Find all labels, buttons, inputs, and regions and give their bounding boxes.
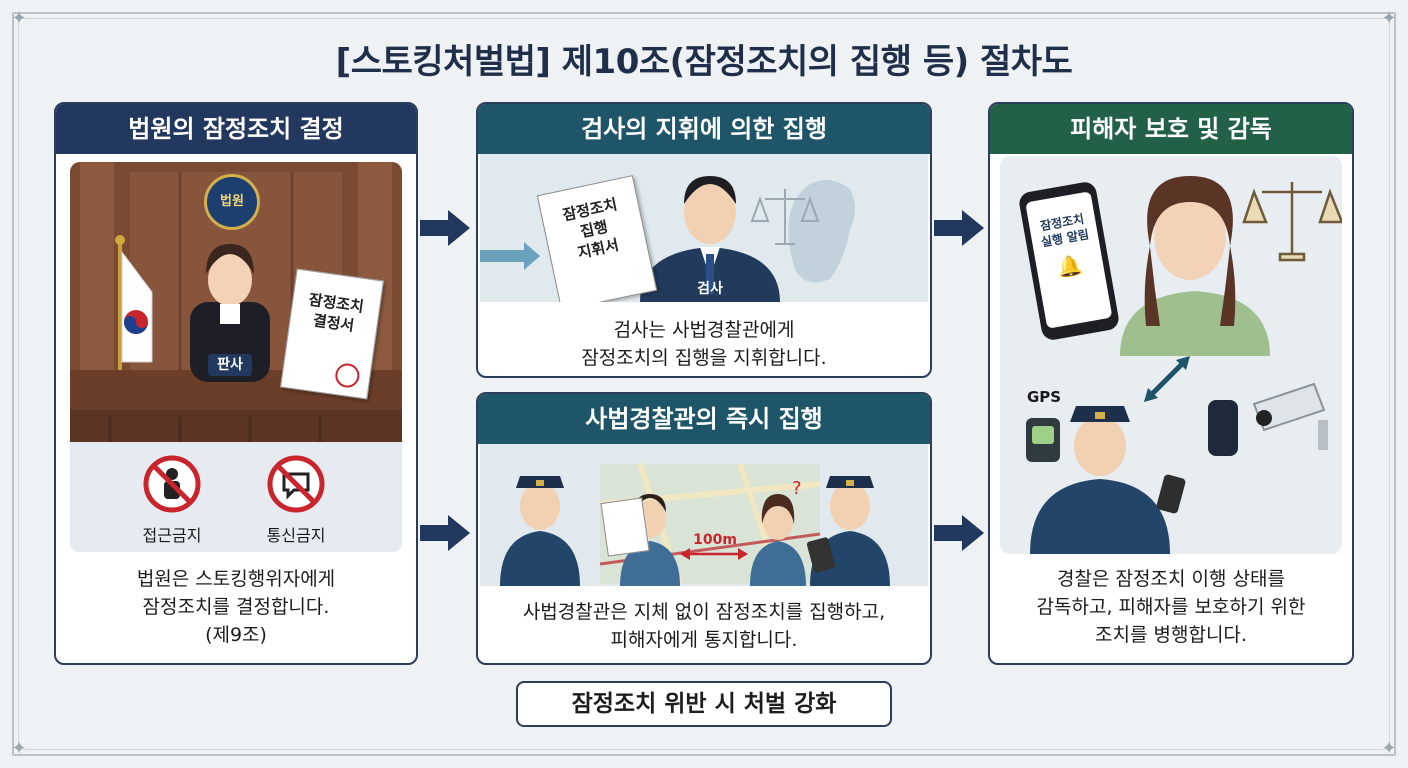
arrow-right-icon xyxy=(934,515,984,551)
phone-notification-text: 잠정조치 실행 알림 xyxy=(1039,211,1091,250)
protection-description: 경찰은 잠정조치 이행 상태를 감독하고, 피해자를 보호하기 위한 조치를 병… xyxy=(990,565,1352,649)
protection-desc-line: 감독하고, 피해자를 보호하기 위한 xyxy=(1036,596,1306,618)
police-card-header: 사법경찰관의 즉시 집행 xyxy=(478,394,930,444)
no-approach-icon xyxy=(142,454,202,514)
police-illustration: ? xyxy=(500,463,890,586)
no-communication-label: 통신금지 xyxy=(266,526,326,545)
decision-document: 잠정조치 결정서 xyxy=(280,268,384,400)
protection-card-header: 피해자 보호 및 감독 xyxy=(990,104,1352,154)
arrow-right-icon xyxy=(420,210,470,246)
police-desc-line: 사법경찰관은 지체 없이 잠정조치를 집행하고, xyxy=(522,601,886,623)
police-description: 사법경찰관은 지체 없이 잠정조치를 집행하고, 피해자에게 통지합니다. xyxy=(478,598,930,654)
court-description: 법원은 스토킹행위자에게 잠정조치를 결정합니다. (제9조) xyxy=(56,565,416,649)
judge-label: 판사 xyxy=(208,354,252,376)
prosecutor-card-header: 검사의 지휘에 의한 집행 xyxy=(478,104,930,154)
notice-paper xyxy=(600,497,650,557)
decision-document-text: 잠정조치 결정서 xyxy=(307,290,365,335)
court-seal-icon: 법원 xyxy=(204,174,260,230)
red-stamp-icon xyxy=(333,361,361,390)
bell-icon: 🔔 xyxy=(1055,251,1085,280)
corner-ornament-icon: ✦ xyxy=(11,8,27,29)
gps-label: GPS xyxy=(1026,388,1062,406)
prohibition-area: 접근금지 통신금지 xyxy=(70,444,402,552)
prosecutor-description: 검사는 사법경찰관에게 잠정조치의 집행을 지휘합니다. xyxy=(478,316,930,372)
no-approach-label: 접근금지 xyxy=(142,526,202,545)
corner-ornament-icon: ✦ xyxy=(1381,8,1397,29)
court-desc-line: 법원은 스토킹행위자에게 xyxy=(136,568,336,590)
no-communication-icon xyxy=(266,454,326,514)
corner-ornament-icon: ✦ xyxy=(1381,738,1397,759)
prosecutor-illustration xyxy=(480,176,855,302)
outer-frame xyxy=(12,12,1396,756)
prosecutor-scene: 잠정조치 집행 지휘서 검사 xyxy=(480,154,928,302)
prosecutor-desc-line: 잠정조치의 집행을 지휘합니다. xyxy=(581,347,827,369)
court-desc-line: (제9조) xyxy=(205,624,267,646)
prosecutor-card: 검사의 지휘에 의한 집행 잠정조치 집행 지휘서 검사 xyxy=(476,102,932,378)
protection-illustration xyxy=(1026,176,1342,554)
inner-frame xyxy=(18,18,1390,750)
court-card-header: 법원의 잠정조치 결정 xyxy=(56,104,416,154)
protection-desc-line: 조치를 병행합니다. xyxy=(1095,624,1247,646)
arrow-right-icon xyxy=(420,515,470,551)
svg-text:?: ? xyxy=(792,478,802,499)
police-card: 사법경찰관의 즉시 집행 xyxy=(476,392,932,665)
penalty-banner: 잠정조치 위반 시 처벌 강화 xyxy=(516,681,892,727)
corner-ornament-icon: ✦ xyxy=(11,738,27,759)
prosecutor-desc-line: 검사는 사법경찰관에게 xyxy=(613,319,795,341)
arrow-right-icon xyxy=(934,210,984,246)
court-desc-line: 잠정조치를 결정합니다. xyxy=(142,596,330,618)
command-document-text: 잠정조치 집행 지휘서 xyxy=(561,195,621,262)
police-scene: ? 100m xyxy=(480,444,928,586)
protection-scene: 잠정조치 실행 알림 🔔 GPS xyxy=(1000,156,1342,554)
police-desc-line: 피해자에게 통지합니다. xyxy=(610,629,798,651)
court-card: 법원의 잠정조치 결정 xyxy=(54,102,418,665)
distance-label: 100m xyxy=(693,532,737,548)
page-title: [스토킹처벌법] 제10조(잠정조치의 집행 등) 절차도 xyxy=(335,42,1073,82)
protection-card: 피해자 보호 및 감독 xyxy=(988,102,1354,665)
court-scene: 법원 판사 잠정조치 결정서 xyxy=(70,162,402,552)
protection-desc-line: 경찰은 잠정조치 이행 상태를 xyxy=(1057,568,1285,590)
prosecutor-label: 검사 xyxy=(697,281,723,297)
